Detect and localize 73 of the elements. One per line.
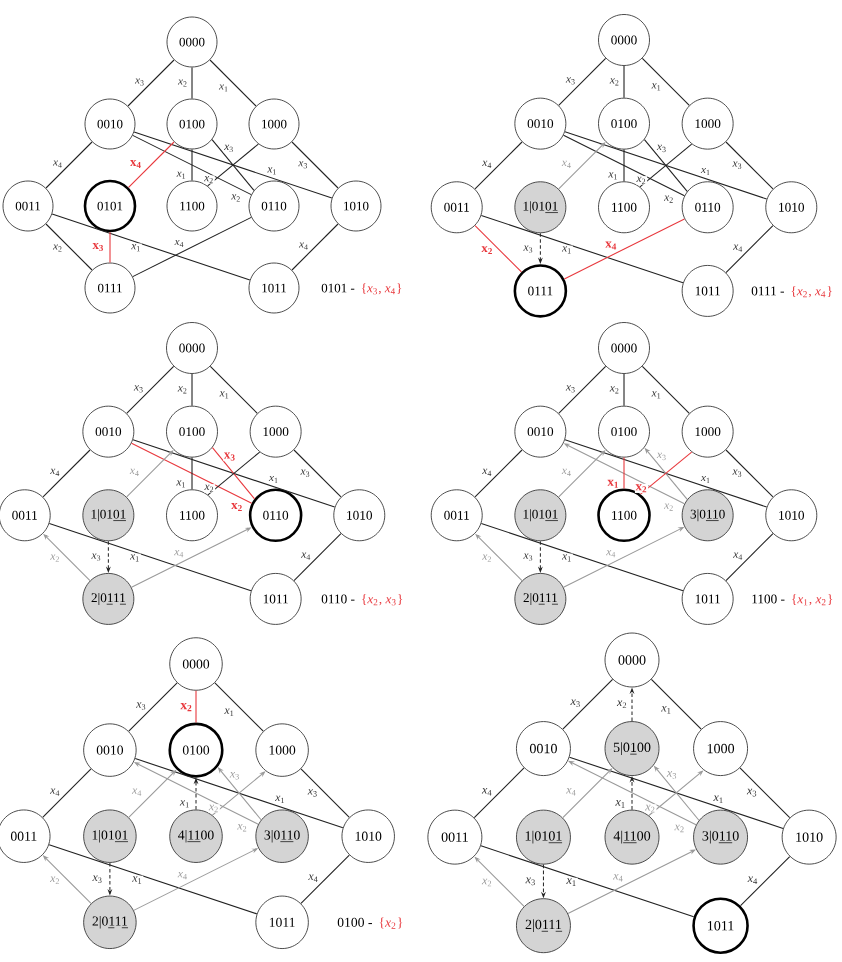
- connector-line: [725, 225, 774, 274]
- connector-line: [623, 457, 625, 490]
- connector-line: [128, 682, 178, 732]
- connector-line: [650, 678, 702, 730]
- connector-line: [48, 522, 252, 592]
- connector-line: [45, 141, 93, 189]
- connector-line: [480, 522, 684, 592]
- connector-line: [109, 231, 111, 264]
- connector-line: [134, 758, 344, 829]
- connector-line: [191, 148, 193, 182]
- connector-line: [293, 533, 342, 582]
- connector-line: [127, 59, 175, 107]
- connector-line: [564, 439, 768, 508]
- arrow: [558, 450, 606, 498]
- arrow: [562, 768, 613, 819]
- connector-line: [128, 141, 175, 188]
- connector-line: [562, 678, 614, 730]
- connector-line: [623, 373, 625, 407]
- connector-line: [563, 218, 685, 280]
- connector-line: [131, 442, 253, 504]
- connector-line: [474, 225, 522, 273]
- dashed-arrow: [106, 540, 111, 573]
- connector-line: [725, 141, 774, 190]
- dashed-arrow: [630, 688, 634, 722]
- dashed-arrow: [108, 862, 112, 895]
- connector-line: [641, 365, 690, 414]
- connector-line: [558, 57, 607, 106]
- connector-line: [563, 134, 685, 197]
- connector-line: [564, 131, 768, 200]
- connector-line: [725, 449, 774, 498]
- connector-line: [480, 845, 695, 918]
- dashed-arrow: [630, 776, 634, 811]
- connector-line: [300, 854, 350, 904]
- connector-line: [480, 214, 684, 284]
- connector-line: [48, 844, 258, 915]
- dashed-arrow: [538, 540, 543, 573]
- connector-line: [209, 365, 258, 414]
- connector-line: [725, 533, 774, 582]
- connector-line: [623, 65, 625, 99]
- connector-line: [191, 373, 193, 407]
- connector-line: [195, 690, 197, 724]
- arrow: [126, 450, 174, 498]
- connector-line: [291, 223, 339, 271]
- connector-line: [42, 449, 91, 498]
- connector-line: [291, 141, 339, 189]
- dashed-arrow: [538, 232, 543, 264]
- connector-line: [132, 134, 252, 196]
- connector-line: [474, 449, 523, 498]
- connector-line: [209, 59, 257, 107]
- connector-line: [132, 216, 252, 278]
- connector-line: [191, 457, 193, 490]
- connector-line: [293, 449, 342, 498]
- connector-line: [740, 856, 791, 907]
- connector-line: [473, 767, 525, 819]
- connector-line: [133, 131, 333, 199]
- connector-line: [126, 365, 175, 414]
- connector-line: [641, 57, 690, 106]
- connector-line: [45, 223, 93, 271]
- dashed-arrow: [194, 778, 198, 810]
- connector-line: [191, 66, 193, 100]
- connector-line: [132, 439, 336, 508]
- arrow: [567, 849, 696, 914]
- connector-line: [51, 213, 251, 281]
- connector-line: [42, 768, 92, 818]
- connector-line: [558, 365, 607, 414]
- arrow: [558, 142, 606, 190]
- connector-line: [739, 767, 791, 819]
- connector-line: [568, 756, 784, 829]
- connector-line: [214, 682, 264, 732]
- connector-line: [623, 149, 625, 182]
- dashed-arrow: [541, 864, 546, 898]
- connector-line: [300, 768, 350, 818]
- connector-line: [474, 141, 523, 190]
